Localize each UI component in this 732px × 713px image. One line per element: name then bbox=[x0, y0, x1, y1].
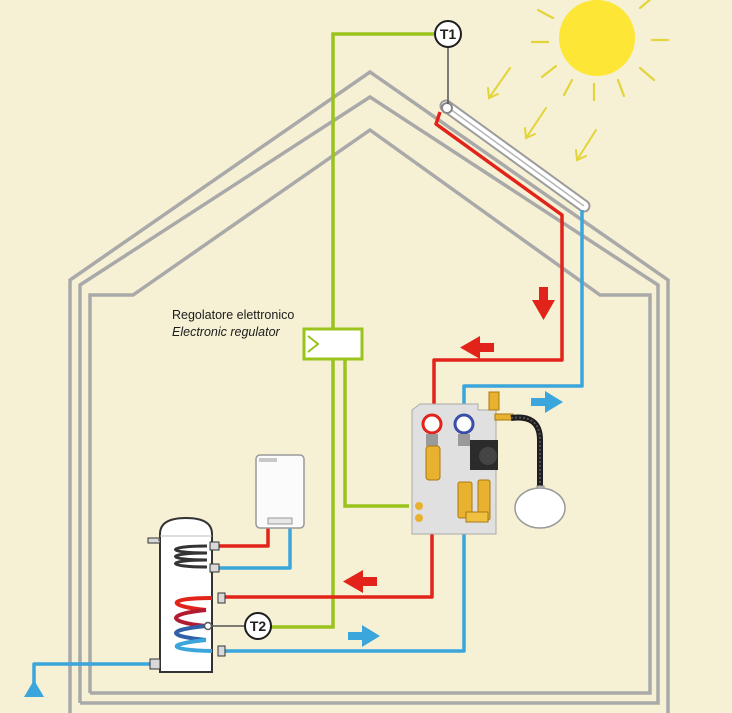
storage-tank bbox=[147, 516, 226, 673]
gauge-cold bbox=[453, 413, 475, 435]
sensor-t2: T2 bbox=[203, 612, 272, 640]
signal-wires bbox=[271, 32, 434, 629]
arrow-icon bbox=[532, 287, 555, 320]
expansion-vessel bbox=[510, 414, 566, 529]
regulator-label-it: Regolatore elettronico bbox=[172, 308, 295, 322]
arrow-icon bbox=[460, 336, 494, 359]
pump-station bbox=[411, 391, 514, 535]
wall-boiler bbox=[255, 454, 305, 529]
gauge-hot bbox=[421, 413, 443, 435]
sun-icon bbox=[530, 0, 670, 102]
wire-pump-station bbox=[343, 358, 409, 508]
sun-ray-arrows bbox=[487, 67, 597, 162]
cold-pipes bbox=[32, 210, 584, 683]
cold-pipe-boiler bbox=[219, 528, 292, 570]
water-inlet-triangle bbox=[24, 680, 44, 697]
sensor-t2-label: T2 bbox=[250, 618, 267, 634]
regulator-label-en: Electronic regulator bbox=[172, 325, 280, 339]
wire-t1 bbox=[331, 32, 434, 330]
house-outer-line bbox=[68, 69, 670, 713]
sensor-t1-label: T1 bbox=[440, 26, 457, 42]
arrow-icon bbox=[531, 391, 563, 413]
arrow-icon bbox=[524, 107, 547, 140]
house-inner-line bbox=[88, 127, 652, 695]
arrow-icon bbox=[487, 67, 511, 100]
arrow-icon bbox=[343, 570, 377, 593]
house-outline bbox=[68, 69, 670, 713]
hot-pipe-collector bbox=[432, 111, 564, 412]
sensor-t1: T1 bbox=[434, 20, 462, 48]
cold-pipe-tank-coil bbox=[224, 490, 466, 653]
cold-pipe-collector bbox=[462, 210, 584, 412]
wire-t2 bbox=[271, 358, 335, 629]
arrow-icon bbox=[575, 129, 597, 162]
arrow-icon bbox=[348, 625, 380, 647]
electronic-regulator bbox=[302, 327, 364, 361]
flow-arrows bbox=[343, 287, 563, 647]
solar-collector bbox=[439, 99, 591, 213]
hot-pipe-return-tank bbox=[224, 485, 434, 599]
hot-pipe-boiler bbox=[219, 528, 270, 548]
cold-pipe-inlet bbox=[32, 662, 158, 683]
house-middle-line bbox=[78, 94, 660, 705]
